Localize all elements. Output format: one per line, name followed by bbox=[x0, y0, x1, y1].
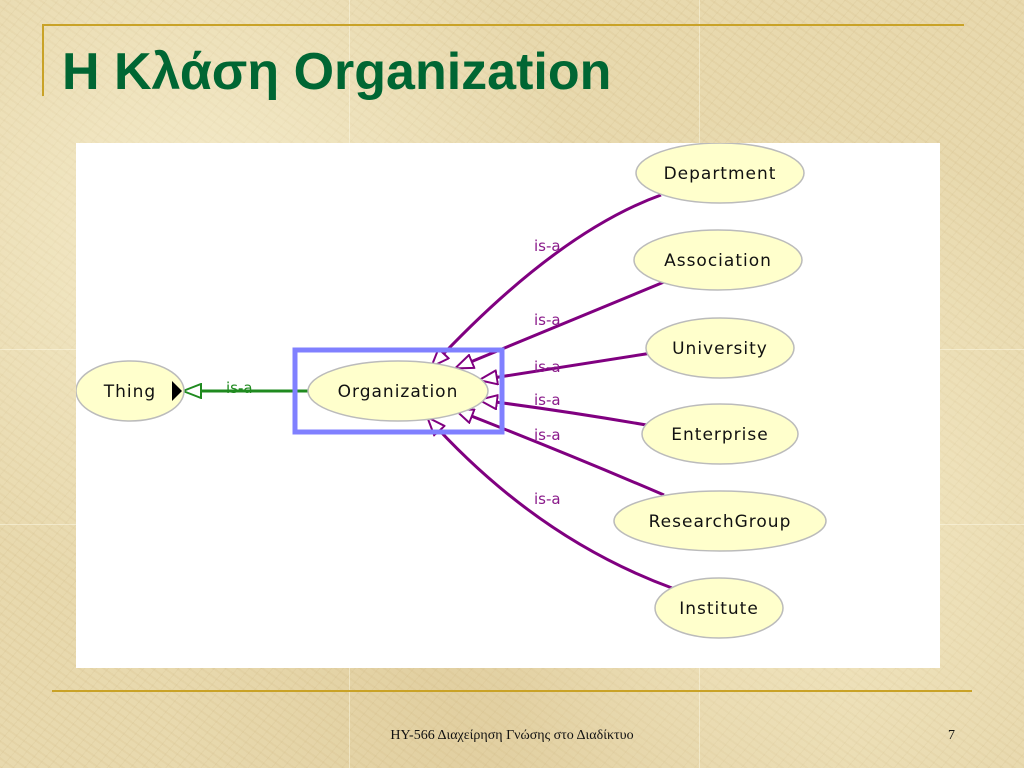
edge-enterprise bbox=[480, 400, 653, 428]
edge-label: is-a bbox=[534, 391, 561, 409]
node-label: Thing bbox=[103, 382, 156, 402]
diagram-panel: is-a is-a is-a is-a is-a is-a is-a Thing… bbox=[76, 143, 940, 668]
node-label: ResearchGroup bbox=[649, 512, 792, 532]
node-association[interactable]: Association bbox=[633, 229, 803, 291]
edge-label: is-a bbox=[534, 426, 561, 444]
title-rule-vertical bbox=[42, 24, 44, 96]
edge-label: is-a bbox=[534, 490, 561, 508]
node-label: Organization bbox=[338, 382, 459, 402]
node-university[interactable]: University bbox=[645, 317, 795, 379]
class-hierarchy-diagram: is-a is-a is-a is-a is-a is-a is-a Thing… bbox=[76, 143, 827, 639]
node-department[interactable]: Department bbox=[635, 143, 805, 204]
selection-box bbox=[292, 347, 505, 435]
edge-association bbox=[456, 280, 665, 368]
expand-arrow-icon[interactable] bbox=[172, 381, 182, 401]
slide-footer: ΗΥ-566 Διαχείρηση Γνώσης στο Διαδίκτυο bbox=[390, 728, 634, 743]
edge-label: is-a bbox=[534, 237, 561, 255]
node-label: Department bbox=[664, 164, 777, 184]
slide-title: Η Κλάση Organization bbox=[62, 43, 612, 101]
node-institute[interactable]: Institute bbox=[654, 577, 784, 639]
edge-label: is-a bbox=[534, 358, 561, 376]
node-organization[interactable]: Organization bbox=[307, 360, 489, 422]
node-label: Institute bbox=[679, 599, 759, 619]
node-label: Enterprise bbox=[671, 425, 768, 445]
edge-label: is-a bbox=[226, 379, 253, 397]
node-label: University bbox=[672, 339, 768, 359]
edge-department bbox=[432, 193, 662, 366]
node-researchgroup[interactable]: ResearchGroup bbox=[613, 490, 827, 552]
edge-institute bbox=[428, 418, 673, 590]
edge-label: is-a bbox=[534, 311, 561, 329]
footer-rule bbox=[52, 690, 972, 692]
node-thing[interactable]: Thing bbox=[76, 360, 185, 422]
node-label: Association bbox=[664, 251, 772, 271]
page-number: 7 bbox=[948, 728, 955, 743]
node-enterprise[interactable]: Enterprise bbox=[641, 403, 799, 465]
title-rule bbox=[44, 24, 964, 26]
edge-researchgroup bbox=[456, 408, 665, 497]
edge-university bbox=[480, 351, 653, 380]
